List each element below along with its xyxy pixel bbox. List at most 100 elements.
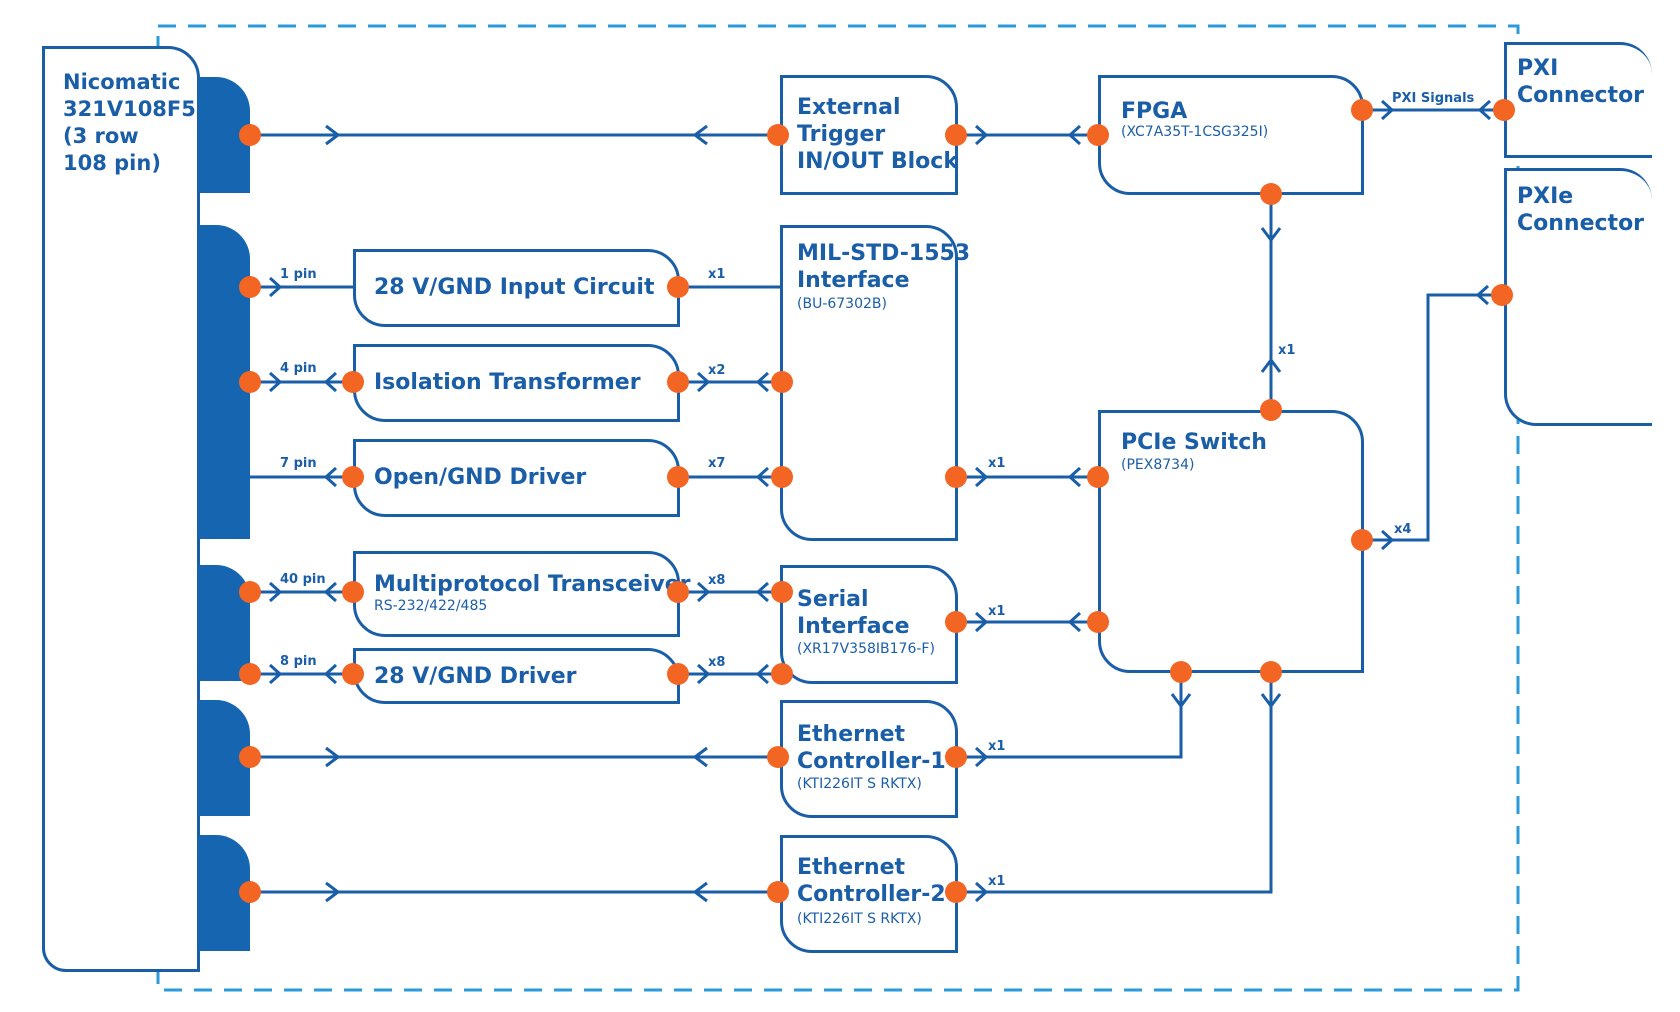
link-pcie-pxie <box>1362 293 1502 542</box>
open-gnd-title: Open/GND Driver <box>374 465 587 490</box>
arrow-head <box>325 124 341 146</box>
arrow-head <box>1067 611 1082 633</box>
multiprotocol-title: Multiprotocol Transceiver <box>374 572 691 597</box>
connector-block-trigger <box>198 77 250 193</box>
arrow-head <box>696 581 711 603</box>
arrow-head <box>323 371 338 393</box>
arrow-head <box>974 881 989 903</box>
mil-part: (BU-67302B) <box>797 296 887 312</box>
arrow-head <box>1380 99 1395 121</box>
pxie-title: PXIe Connector <box>1517 184 1645 236</box>
arrow-head <box>755 663 770 685</box>
arrow-head <box>323 466 338 488</box>
input-circuit-title: 28 V/GND Input Circuit <box>374 275 655 300</box>
label-40-pin: 40 pin <box>280 572 326 587</box>
label-1-pin: 1 pin <box>280 267 317 282</box>
link-eth2-pcie <box>956 672 1273 894</box>
open-gnd-driver-block: Open/GND Driver <box>353 439 680 517</box>
arrow-head <box>696 663 711 685</box>
label-open-x7: x7 <box>708 456 726 471</box>
board-boundary <box>156 24 1520 992</box>
pxi-connector: PXI Connector <box>1504 42 1652 158</box>
multiprotocol-transceiver-block: Multiprotocol Transceiver RS-232/422/485 <box>353 551 691 637</box>
external-trigger-title: External Trigger IN/OUT Block <box>797 95 958 174</box>
arrow-head <box>1380 529 1395 551</box>
label-4-pin: 4 pin <box>280 361 317 376</box>
external-trigger-block: External Trigger IN/OUT Block <box>780 75 958 195</box>
label-ser-x1: x1 <box>988 604 1006 619</box>
connector-block-1553 <box>198 225 250 539</box>
label-drv-x8: x8 <box>708 655 726 670</box>
fpga-title: FPGA <box>1121 99 1188 124</box>
arrow-head <box>268 581 283 603</box>
eth2-part: (KTI226IT S RKTX) <box>797 911 922 927</box>
arrow-head <box>323 581 338 603</box>
mil-std-1553-block: MIL-STD-1553 Interface (BU-67302B) <box>780 225 970 541</box>
pxie-connector: PXIe Connector <box>1504 168 1652 426</box>
isolation-transformer-block: Isolation Transformer <box>353 344 680 422</box>
label-fpga-x1: x1 <box>1278 343 1296 358</box>
link-eth1-pcie <box>956 672 1183 759</box>
label-7-pin: 7 pin <box>280 456 317 471</box>
arrow-head <box>1260 693 1282 709</box>
arrow-head <box>1170 693 1192 709</box>
arrow-head <box>1067 124 1082 146</box>
arrow-head <box>1475 284 1490 306</box>
pcie-part: (PEX8734) <box>1121 457 1195 473</box>
multiprotocol-sub: RS-232/422/485 <box>374 598 488 614</box>
eth1-part: (KTI226IT S RKTX) <box>797 776 922 792</box>
arrow-head <box>692 881 708 903</box>
isolation-title: Isolation Transformer <box>374 370 641 395</box>
label-pxie-x4: x4 <box>1394 522 1412 537</box>
arrow-head <box>974 124 989 146</box>
nicomatic-title: Nicomatic 321V108F51 (3 row 108 pin) <box>63 70 211 175</box>
serial-part: (XR17V358IB176-F) <box>797 641 935 657</box>
arrow-head <box>755 466 770 488</box>
driver-28v-title: 28 V/GND Driver <box>374 664 577 689</box>
label-eth1-x1: x1 <box>988 739 1006 754</box>
arrow-head <box>268 663 283 685</box>
pxi-title: PXI Connector <box>1517 56 1645 108</box>
ethernet-controller-1-block: Ethernet Controller-1 (KTI226IT S RKTX) <box>780 700 958 818</box>
serial-title: Serial Interface <box>797 587 910 639</box>
arrow-head <box>325 746 341 768</box>
arrow-head <box>1477 99 1492 121</box>
input-circuit-block: 28 V/GND Input Circuit <box>353 249 680 327</box>
arrow-head <box>268 276 283 298</box>
connector-block-eth1 <box>198 700 250 816</box>
fpga-block: FPGA (XC7A35T-1CSG325I) <box>1098 75 1364 195</box>
arrow-head <box>692 746 708 768</box>
arrow-head <box>974 746 989 768</box>
arrow-head <box>755 371 770 393</box>
label-input-x1: x1 <box>708 267 726 282</box>
connector-block-serial <box>198 565 250 681</box>
arrow-head <box>1260 357 1282 373</box>
arrow-head <box>323 663 338 685</box>
ethernet-controller-2-block: Ethernet Controller-2 (KTI226IT S RKTX) <box>780 835 958 953</box>
label-pxi-signals: PXI Signals <box>1392 91 1475 106</box>
label-mil-x1: x1 <box>988 456 1006 471</box>
eth2-title: Ethernet Controller-2 <box>797 855 946 907</box>
label-eth2-x1: x1 <box>988 874 1006 889</box>
pcie-switch-block: PCIe Switch (PEX8734) <box>1098 410 1364 673</box>
nicomatic-connector: Nicomatic 321V108F51 (3 row 108 pin) <box>42 46 211 972</box>
label-8-pin: 8 pin <box>280 654 317 669</box>
arrow-head <box>268 371 283 393</box>
pcie-title: PCIe Switch <box>1121 430 1267 455</box>
arrow-head <box>974 611 989 633</box>
arrow-head <box>1260 227 1282 243</box>
arrow-head <box>974 466 989 488</box>
label-mp-x8: x8 <box>708 573 726 588</box>
connector-block-eth2 <box>198 835 250 951</box>
arrow-head <box>325 881 341 903</box>
driver-28v-block: 28 V/GND Driver <box>353 648 680 704</box>
mil-title: MIL-STD-1553 Interface <box>797 241 971 293</box>
eth1-title: Ethernet Controller-1 <box>797 722 946 774</box>
arrow-head <box>755 581 770 603</box>
serial-interface-block: Serial Interface (XR17V358IB176-F) <box>780 565 958 684</box>
fpga-part: (XC7A35T-1CSG325I) <box>1121 124 1269 140</box>
arrow-head <box>1067 466 1082 488</box>
label-iso-x2: x2 <box>708 363 726 378</box>
